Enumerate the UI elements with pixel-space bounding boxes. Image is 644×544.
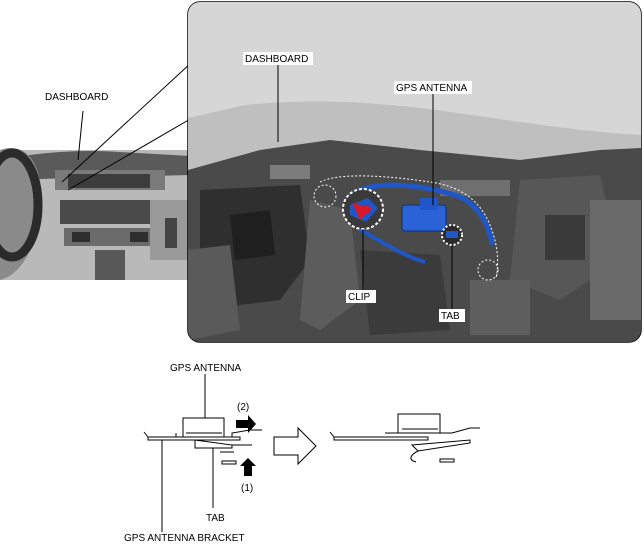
clip-label: CLIP xyxy=(348,292,371,303)
up-arrow-icon xyxy=(240,458,256,476)
gps-antenna-section-label: GPS ANTENNA xyxy=(170,363,241,374)
tab-highlight xyxy=(441,224,463,246)
gps-antenna-bracket-label: GPS ANTENNA BRACKET xyxy=(124,533,245,544)
tab-section-label: TAB xyxy=(206,513,225,524)
hollow-right-arrow-icon xyxy=(273,426,317,466)
step-2-label: (2) xyxy=(237,402,249,413)
step-1-label: (1) xyxy=(241,483,253,494)
gps-antenna-unit xyxy=(353,182,495,264)
callout-lines xyxy=(61,61,193,191)
right-arrow-icon xyxy=(236,415,256,433)
tab-detail-label: TAB xyxy=(441,311,460,322)
clip-highlight xyxy=(342,188,384,230)
bracket-assembly-before xyxy=(143,417,262,465)
dashboard-detail-label: DASHBOARD xyxy=(245,54,308,65)
gps-antenna-detail-label: GPS ANTENNA xyxy=(396,83,467,94)
bottom-leader-lines xyxy=(161,374,214,532)
detail-leader-lines xyxy=(277,62,453,310)
bracket-assembly-after xyxy=(329,413,480,463)
detail-panel xyxy=(187,1,642,343)
dashboard-overview-label: DASHBOARD xyxy=(45,92,108,103)
dashboard-overview-illustration xyxy=(0,148,190,280)
